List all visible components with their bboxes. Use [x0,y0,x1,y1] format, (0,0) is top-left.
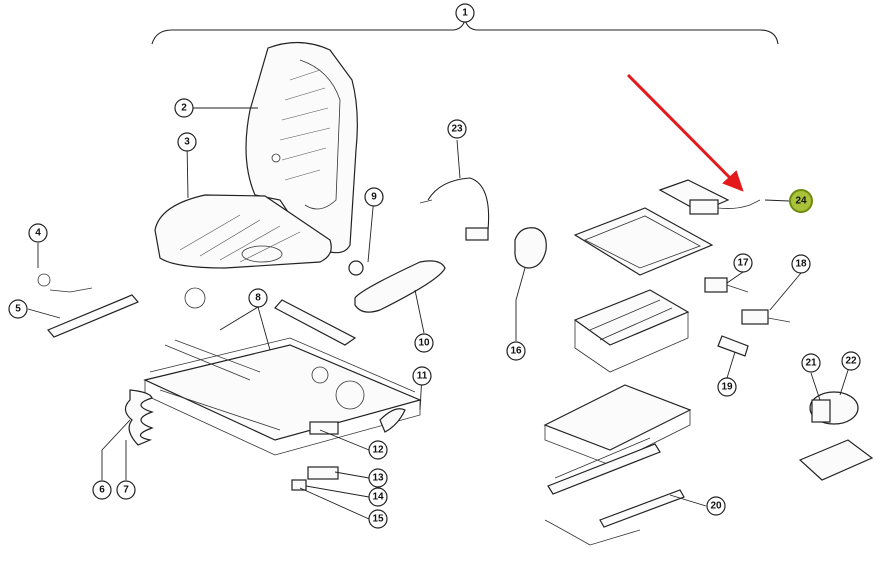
callout-14: 14 [368,487,388,507]
assembly-bracket [151,18,779,45]
callout-13: 13 [368,468,388,488]
seat-cushion [154,194,332,269]
callout-22-label: 22 [845,356,857,367]
callout-7-label: 7 [123,485,129,496]
suspension-base-frame [543,384,692,491]
callout-2-label: 2 [181,103,187,114]
callout-20: 20 [706,496,726,516]
callout-2: 2 [174,98,194,118]
valve-17 [704,277,749,293]
callout-11-label: 11 [417,371,428,382]
valve-18 [741,309,791,325]
callout-12-label: 12 [372,445,384,456]
callout-10: 10 [414,333,434,353]
shock-absorber-cap [514,227,547,269]
callout-23: 23 [447,119,467,139]
callout-23-label: 23 [451,124,463,135]
callout-13-label: 13 [372,473,384,484]
seat-backrest [245,41,358,254]
compressor-motor [798,391,874,481]
callout-5-label: 5 [15,304,21,315]
callout-16-label: 16 [510,346,522,357]
callout-8-label: 8 [255,293,261,304]
callout-9: 9 [364,187,384,207]
callout-22: 22 [841,351,861,371]
callout-17-label: 17 [737,258,749,269]
slide-rails [544,443,685,546]
pointer-arrow [626,73,744,192]
callout-16: 16 [506,341,526,361]
seat-frame [143,287,422,456]
gas-spring-bellows [124,389,154,446]
callout-8: 8 [248,288,268,308]
callout-3-label: 3 [184,137,190,148]
callout-12: 12 [368,440,388,460]
switch-parts [291,421,339,491]
fitting-19 [717,335,749,357]
callout-18: 18 [791,254,811,274]
callout-9-label: 9 [371,192,377,203]
callout-21: 21 [801,353,821,373]
callout-6: 6 [92,480,112,500]
callout-21-label: 21 [805,358,817,369]
callout-6-label: 6 [99,485,105,496]
callout-3: 3 [177,132,197,152]
lever-handle [379,408,406,433]
adjust-knob [348,260,364,276]
callout-19: 19 [717,377,737,397]
seat-rail [37,273,139,338]
side-trim-panel [274,299,357,346]
callout-4: 4 [28,223,48,243]
callout-7: 7 [116,480,136,500]
callout-19-label: 19 [721,382,733,393]
armrest [354,260,446,313]
callout-15-label: 15 [372,514,384,525]
callout-5: 5 [8,299,28,319]
callout-18-label: 18 [795,259,807,270]
callout-11: 11 [412,366,432,386]
callout-1: 1 [455,3,475,23]
suspension-top-plate [573,207,714,276]
callout-10-label: 10 [418,338,430,349]
callout-24-label: 24 [795,196,807,207]
callout-14-label: 14 [372,492,384,503]
callout-15: 15 [368,509,388,529]
callout-17: 17 [733,253,753,273]
callout-4-label: 4 [35,228,41,239]
callout-24-highlighted: 24 [789,189,813,213]
callout-20-label: 20 [710,501,722,512]
compressor-bracket [658,179,761,215]
scissor-mechanism [573,289,690,373]
seatbelt [419,177,490,241]
callout-1-label: 1 [462,8,468,19]
